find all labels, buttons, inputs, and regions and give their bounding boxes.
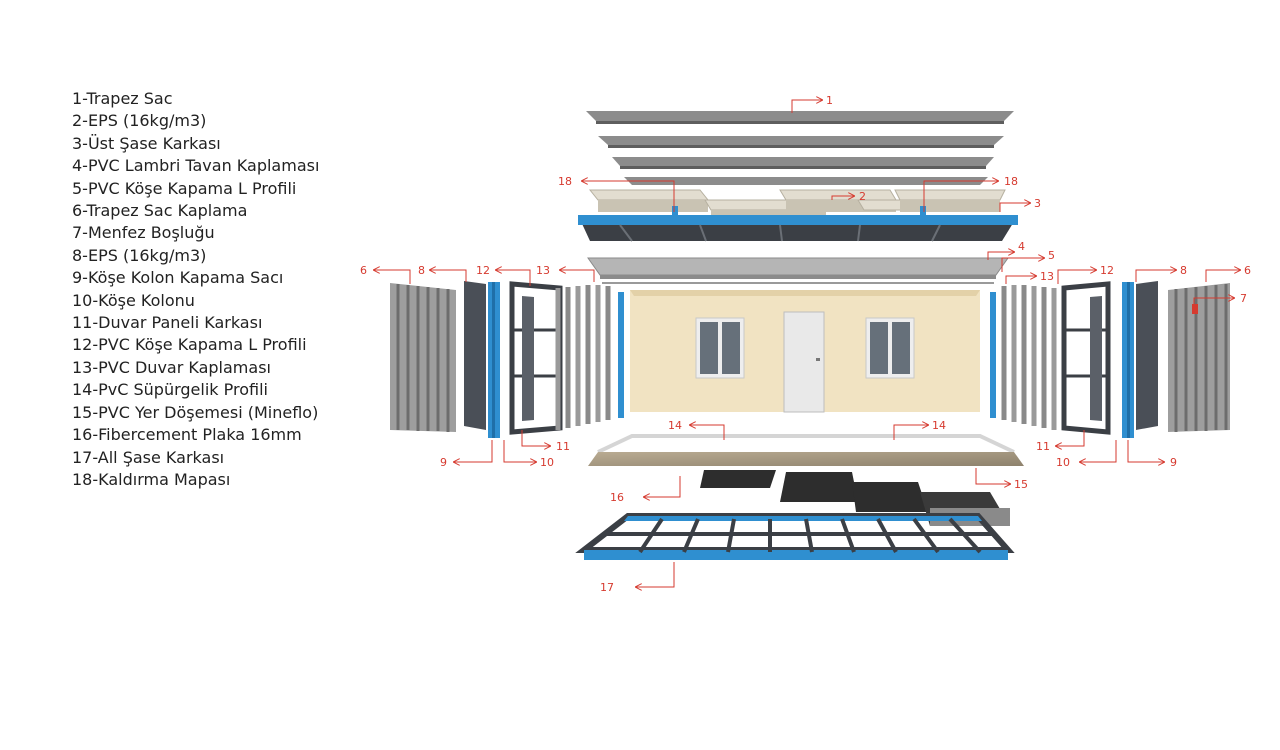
right-wall-layers	[990, 281, 1230, 438]
callout-5: 5	[1048, 249, 1055, 262]
callout-2: 2	[859, 190, 866, 203]
legend-item: 7-Menfez Boşluğu	[72, 223, 215, 243]
legend-item: 12-PVC Köşe Kapama L Profili	[72, 335, 307, 355]
left-trapez-cladding	[390, 283, 456, 432]
callout-1: 1	[826, 94, 833, 107]
roof-eps-blocks	[588, 189, 1006, 216]
callout-16: 16	[610, 491, 624, 504]
callout-14-left: 14	[668, 419, 682, 432]
callout-9-left: 9	[440, 456, 447, 469]
callout-6-left: 6	[360, 264, 367, 277]
right-wall-frame	[1061, 281, 1111, 435]
callout-8-right: 8	[1180, 264, 1187, 277]
legend-item: 11-Duvar Paneli Karkası	[72, 313, 263, 333]
legend-item: 9-Köşe Kolon Kapama Sacı	[72, 268, 284, 288]
callout-18-left: 18	[558, 175, 572, 188]
legend-item: 17-All Şase Karkası	[72, 447, 225, 467]
callout-15: 15	[1014, 478, 1028, 491]
legend-item: 10-Köşe Kolonu	[72, 290, 195, 310]
legend-item: 13-PVC Duvar Kaplaması	[72, 357, 271, 377]
callout-arrows	[374, 100, 1240, 587]
callout-11-left: 11	[556, 440, 570, 453]
right-corner-profile	[990, 292, 996, 418]
callout-11-right: 11	[1036, 440, 1050, 453]
legend-item: 14-PvC Süpürgelik Profili	[72, 380, 268, 400]
callout-12-left: 12	[476, 264, 490, 277]
right-trapez-cladding	[1168, 283, 1230, 432]
legend-item: 18-Kaldırma Mapası	[72, 469, 231, 489]
left-wall-layers	[390, 281, 624, 438]
callout-7: 7	[1240, 292, 1247, 305]
legend-item: 3-Üst Şase Karkası	[72, 133, 221, 153]
left-wall-frame	[509, 281, 563, 435]
legend-item: 1-Trapez Sac	[72, 89, 173, 108]
callout-17: 17	[600, 581, 614, 594]
callout-8-left: 8	[418, 264, 425, 277]
callout-18-right: 18	[1004, 175, 1018, 188]
callout-6-right: 6	[1244, 264, 1251, 277]
legend-item: 6-Trapez Sac Kaplama	[72, 201, 248, 221]
right-pvc-wall-cladding	[1001, 285, 1057, 430]
interior-room	[630, 290, 980, 413]
callout-10-right: 10	[1056, 456, 1070, 469]
callout-labels: 1 2 3 18 18 4 5 6 8 12 13 13 12 8 6 7 9 …	[360, 94, 1251, 594]
callout-14-right: 14	[932, 419, 946, 432]
callout-4: 4	[1018, 240, 1025, 253]
parts-legend: 1-Trapez Sac 2-EPS (16kg/m3) 3-Üst Şase …	[72, 88, 319, 491]
callout-13-left: 13	[536, 264, 550, 277]
legend-item: 4-PVC Lambri Tavan Kaplaması	[72, 156, 320, 176]
floor-covering	[588, 434, 1024, 466]
left-eps-panel	[464, 281, 486, 430]
legend-item: 2-EPS (16kg/m3)	[72, 111, 207, 131]
bottom-chassis	[575, 513, 1015, 560]
callout-13-right: 13	[1040, 270, 1054, 283]
roof-trapez-sheets	[586, 111, 1014, 185]
left-pvc-wall-cladding	[545, 285, 611, 432]
upper-chassis	[578, 206, 1018, 242]
legend-item: 16-Fibercement Plaka 16mm	[72, 425, 302, 445]
pvc-ceiling	[587, 257, 1009, 284]
callout-12-right: 12	[1100, 264, 1114, 277]
legend-item: 5-PVC Köşe Kapama L Profili	[72, 178, 297, 198]
callout-3: 3	[1034, 197, 1041, 210]
callout-9-right: 9	[1170, 456, 1177, 469]
callout-10-left: 10	[540, 456, 554, 469]
left-corner-profile	[618, 292, 624, 418]
legend-item: 8-EPS (16kg/m3)	[72, 245, 207, 265]
right-eps-panel	[1136, 281, 1158, 430]
legend-item: 15-PVC Yer Döşemesi (Mineflo)	[72, 402, 319, 422]
